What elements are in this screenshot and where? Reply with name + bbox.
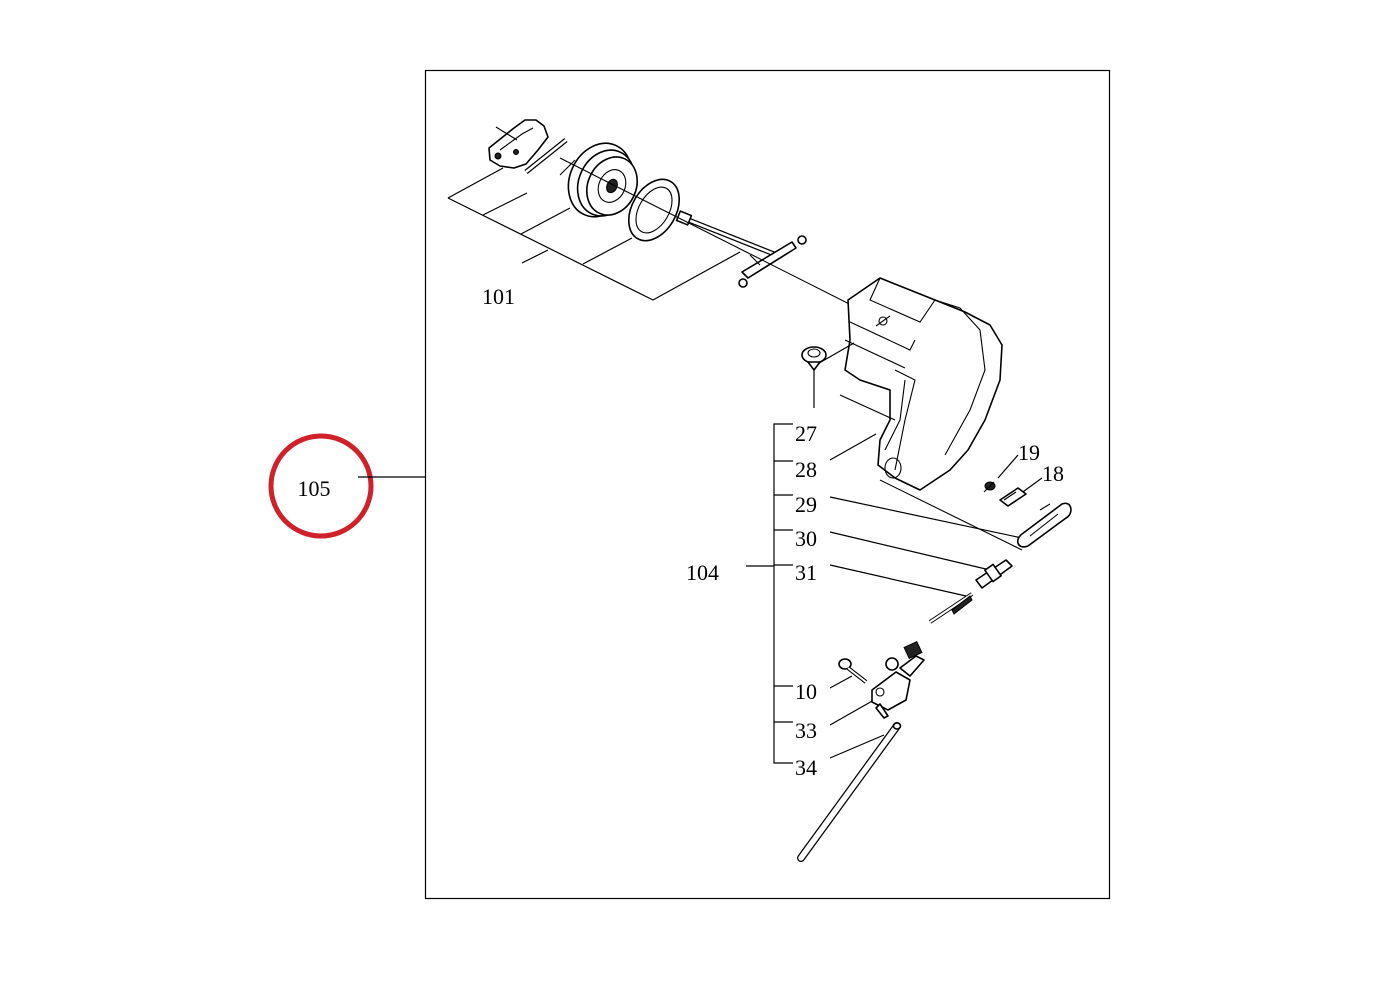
grommet-part [801, 346, 827, 371]
group-104-bracket [773, 423, 793, 764]
assembly-105-label: 105 [298, 476, 331, 501]
clip-part [488, 119, 549, 169]
group-101-bracket [447, 197, 741, 301]
screw-part [838, 658, 868, 684]
clip-plate-part [999, 487, 1027, 507]
valve-part [871, 640, 925, 719]
alignment-line [559, 157, 886, 323]
group-101-label: 101 [482, 284, 515, 309]
small-screw-part [983, 481, 996, 493]
connector-part [975, 559, 1013, 589]
leader-31 [829, 564, 967, 597]
alignment-line-2 [879, 479, 1023, 551]
highlight-circle [268, 433, 374, 539]
callout-18: 18 [1042, 461, 1064, 486]
pin-part [524, 138, 568, 174]
group-19-18: 19 18 [983, 440, 1064, 507]
group-104: 104 27 28 29 30 31 10 33 34 [686, 342, 1072, 862]
callout-19: 19 [1018, 440, 1040, 465]
callout-30: 30 [795, 526, 817, 551]
bracket-tick [482, 192, 528, 216]
group-101: 101 [447, 119, 886, 323]
plate-part [1016, 502, 1072, 548]
bolt-part [928, 592, 974, 624]
rod-part [797, 722, 902, 862]
callout-28: 28 [795, 457, 817, 482]
leader-28 [829, 433, 877, 461]
bracket-tick [520, 207, 571, 235]
bracket-tick [447, 167, 504, 199]
leader-30 [829, 531, 991, 571]
housing-part [839, 277, 1003, 491]
leader-19 [997, 454, 1019, 479]
group-101-leader [521, 249, 549, 264]
callout-10: 10 [795, 679, 817, 704]
group-104-label: 104 [686, 560, 719, 585]
callout-27: 27 [795, 421, 817, 446]
callout-33: 33 [795, 718, 817, 743]
assembly-105-callout[interactable]: 105 [268, 433, 426, 539]
leader-34 [829, 734, 885, 759]
bracket-tick [582, 237, 633, 265]
diagram-frame [424, 69, 1111, 900]
callout-29: 29 [795, 492, 817, 517]
spool-part [559, 142, 638, 218]
ring-part [627, 178, 681, 242]
leader-33 [829, 699, 875, 726]
callout-31: 31 [795, 560, 817, 585]
leader-29 [829, 496, 1023, 539]
callout-34: 34 [795, 755, 817, 780]
lever-part [675, 210, 807, 288]
leader-10 [829, 675, 853, 689]
